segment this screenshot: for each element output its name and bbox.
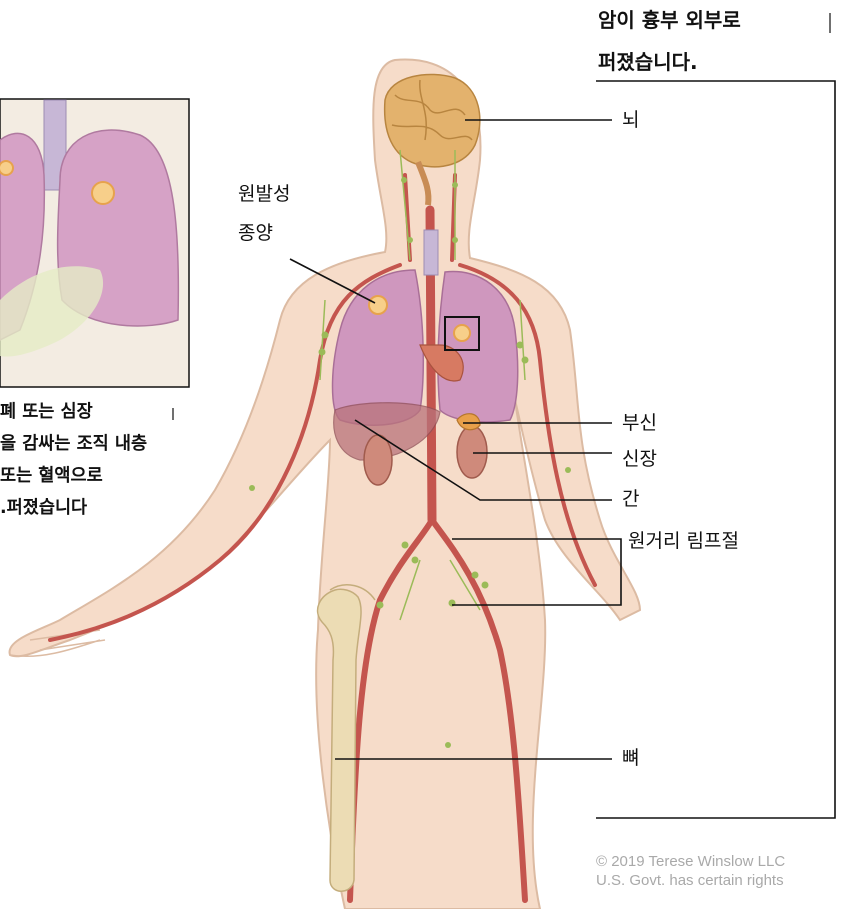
label-brain: 뇌 xyxy=(622,107,639,133)
credit-line-1: © 2019 Terese Winslow LLC xyxy=(596,852,785,871)
heading-line-2: 퍼졌습니다. xyxy=(598,46,698,79)
caption-line-4: 퍼졌습니다. xyxy=(0,492,168,524)
label-adrenal-gland: 부신 xyxy=(622,410,657,436)
label-kidney: 신장 xyxy=(622,446,657,472)
label-primary-tumor-line-1: 원발성 xyxy=(238,181,290,207)
heading-line-1: 암이 흉부 외부로 xyxy=(598,4,741,37)
primary-tumor xyxy=(369,296,387,314)
label-primary-tumor-line-2: 종양 xyxy=(238,220,273,246)
caption-line-2: 을 감싸는 조직 내층 xyxy=(0,428,168,460)
label-bone: 뼈 xyxy=(622,745,639,771)
lung-inset xyxy=(0,99,189,387)
inset-tumor xyxy=(92,182,114,204)
caption-line-3: 또는 혈액으로 xyxy=(0,460,168,492)
label-distant-lymph-nodes: 원거리 림프절 xyxy=(628,528,739,554)
kidney xyxy=(457,426,487,478)
copyright-credit: © 2019 Terese Winslow LLC U.S. Govt. has… xyxy=(596,852,785,890)
credit-line-2: U.S. Govt. has certain rights xyxy=(596,871,785,890)
label-liver: 간 xyxy=(622,486,639,512)
inset-caption: 폐 또는 심장 을 감싸는 조직 내층 또는 혈액으로 퍼졌습니다. xyxy=(0,396,168,524)
caption-line-1: 폐 또는 심장 xyxy=(0,396,168,428)
